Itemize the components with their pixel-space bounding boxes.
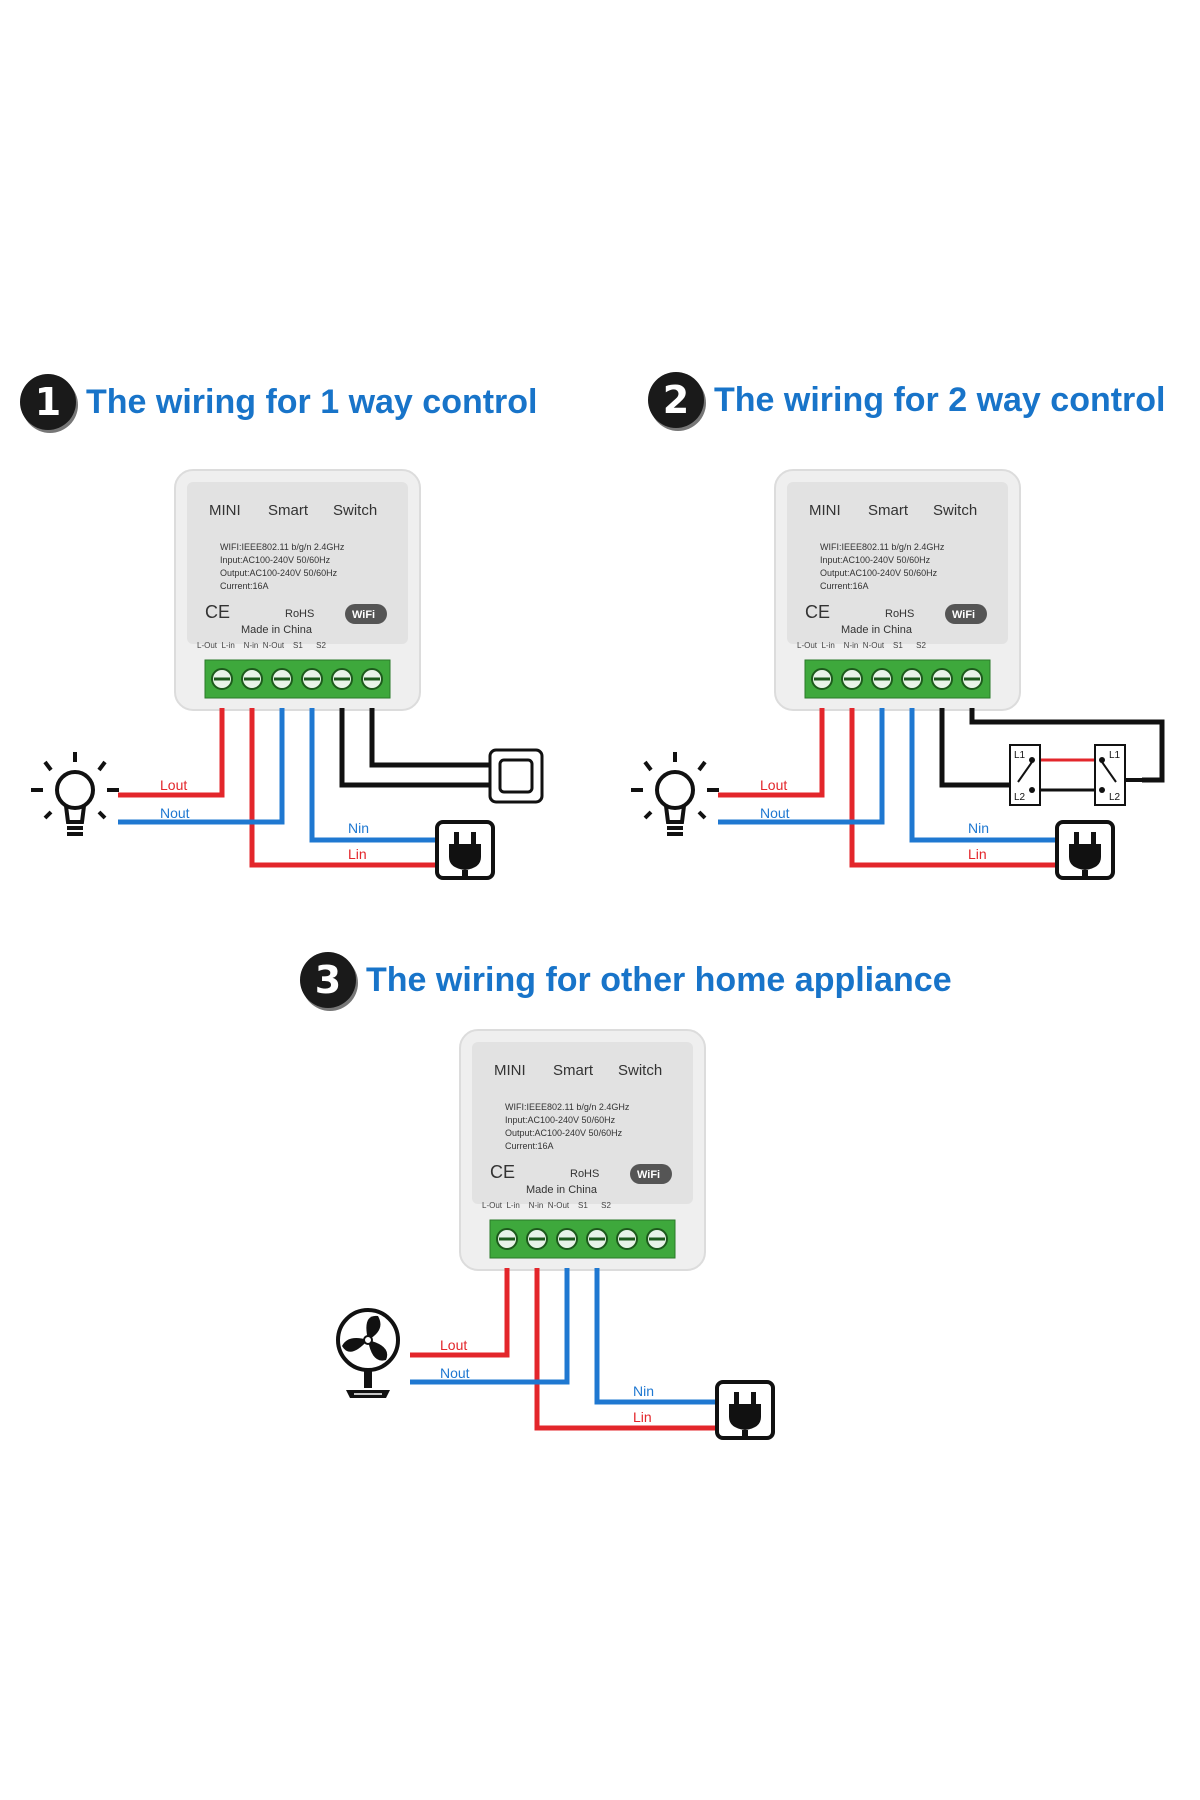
section-3-heading: The wiring for other home appliance (366, 960, 952, 999)
smart-switch-module: MINI Smart Switch WIFI:IEEE802.11 b/g/n … (459, 1029, 706, 1271)
made-in-label: Made in China (241, 624, 313, 636)
made-in-label: Made in China (526, 1184, 598, 1196)
wire-lout (718, 708, 825, 798)
label-l2: L2 (1014, 792, 1026, 803)
wire-lout (410, 1268, 510, 1358)
wire-nout (909, 708, 1055, 843)
section-1-title: 1 The wiring for 1 way control (20, 374, 538, 430)
wire-nin (718, 708, 885, 825)
section-1-heading: The wiring for 1 way control (86, 382, 538, 421)
label-lin: Lin (968, 846, 987, 862)
wifi-logo (630, 1164, 672, 1184)
spec-output: Output:AC100-240V 50/60Hz (820, 568, 938, 578)
spec-input: Input:AC100-240V 50/60Hz (220, 555, 331, 565)
wire-nin (594, 1268, 715, 1405)
wire-lin (249, 708, 435, 868)
wall-switch-icon (488, 748, 544, 804)
spec-wifi: WIFI:IEEE802.11 b/g/n 2.4GHz (820, 542, 945, 552)
spec-output: Output:AC100-240V 50/60Hz (220, 568, 338, 578)
spec-current: Current:16A (820, 581, 869, 591)
label-switch: Switch (333, 502, 377, 519)
wifi-logo (945, 604, 987, 624)
rohs-label: RoHS (885, 608, 914, 620)
label-l1: L1 (1014, 750, 1026, 761)
label-l2: L2 (1109, 792, 1121, 803)
spec-input: Input:AC100-240V 50/60Hz (820, 555, 931, 565)
terminal-block (804, 659, 991, 699)
spec-current: Current:16A (220, 581, 269, 591)
terminal-labels: L-Out L-in N-in N-Out S1 S2 (797, 641, 926, 650)
terminal-labels: L-Out L-in N-in N-Out S1 S2 (197, 641, 326, 650)
light-bulb-icon (631, 752, 719, 836)
wire-lin (849, 708, 1055, 868)
spec-wifi: WIFI:IEEE802.11 b/g/n 2.4GHz (505, 1102, 630, 1112)
terminal-block (204, 659, 391, 699)
label-lout: Lout (760, 777, 787, 793)
label-lout: Lout (440, 1337, 467, 1353)
label-lin: Lin (633, 1409, 652, 1425)
label-l1: L1 (1109, 750, 1121, 761)
section-3-number-badge: 3 (300, 952, 356, 1008)
power-socket-icon (435, 820, 495, 880)
label-nin: Nin (633, 1383, 654, 1399)
spec-current: Current:16A (505, 1141, 554, 1151)
diagram-2-way: MINI Smart Switch WIFI:IEEE802.11 b/g/n … (631, 469, 1165, 880)
spec-output: Output:AC100-240V 50/60Hz (505, 1128, 623, 1138)
wifi-logo-text: WiFi (352, 609, 375, 621)
section-1-number-badge: 1 (20, 374, 76, 430)
wifi-logo (345, 604, 387, 624)
light-bulb-icon (31, 752, 119, 836)
power-socket-icon (1055, 820, 1115, 880)
section-2-number-badge: 2 (648, 372, 704, 428)
wifi-logo-text: WiFi (952, 609, 975, 621)
power-socket-icon (715, 1380, 775, 1440)
diagram-home-appliance: MINI Smart Switch WIFI:IEEE802.11 b/g/n … (336, 1029, 775, 1440)
label-smart: Smart (268, 502, 309, 519)
spec-input: Input:AC100-240V 50/60Hz (505, 1115, 616, 1125)
fan-icon (336, 1308, 400, 1398)
two-way-switch-left-icon: L1 L2 (1009, 744, 1041, 806)
ce-mark: CE (805, 602, 830, 622)
made-in-label: Made in China (841, 624, 913, 636)
wire-s2 (369, 708, 490, 768)
label-mini: MINI (209, 502, 241, 519)
label-nout: Nout (760, 805, 790, 821)
wire-lout (118, 708, 225, 798)
terminal-block (489, 1219, 676, 1259)
section-2-heading: The wiring for 2 way control (714, 380, 1166, 419)
wire-s1 (339, 708, 490, 788)
label-smart: Smart (553, 1062, 594, 1079)
label-nout: Nout (440, 1365, 470, 1381)
two-way-switch-right-icon: L1 L2 (1094, 744, 1142, 806)
label-nout: Nout (160, 805, 190, 821)
wire-nout (309, 708, 435, 843)
wire-s2 (969, 708, 1165, 783)
rohs-label: RoHS (570, 1168, 599, 1180)
ce-mark: CE (490, 1162, 515, 1182)
terminal-labels: L-Out L-in N-in N-Out S1 S2 (482, 1201, 611, 1210)
diagram-1-way: MINI Smart Switch WIFI:IEEE802.11 b/g/n … (31, 469, 544, 880)
label-mini: MINI (809, 502, 841, 519)
label-nin: Nin (348, 820, 369, 836)
label-nin: Nin (968, 820, 989, 836)
section-3-title: 3 The wiring for other home appliance (300, 952, 952, 1008)
smart-switch-module: MINI Smart Switch WIFI:IEEE802.11 b/g/n … (174, 469, 421, 711)
wire-s1 (939, 708, 1010, 788)
smart-switch-module: MINI Smart Switch WIFI:IEEE802.11 b/g/n … (774, 469, 1021, 711)
label-lout: Lout (160, 777, 187, 793)
wire-lin (534, 1268, 715, 1431)
wire-nin (118, 708, 285, 825)
wifi-logo-text: WiFi (637, 1169, 660, 1181)
wire-nout (410, 1268, 570, 1385)
ce-mark: CE (205, 602, 230, 622)
spec-wifi: WIFI:IEEE802.11 b/g/n 2.4GHz (220, 542, 345, 552)
label-lin: Lin (348, 846, 367, 862)
label-switch: Switch (933, 502, 977, 519)
label-smart: Smart (868, 502, 909, 519)
section-2-title: 2 The wiring for 2 way control (648, 372, 1166, 428)
label-mini: MINI (494, 1062, 526, 1079)
label-switch: Switch (618, 1062, 662, 1079)
rohs-label: RoHS (285, 608, 314, 620)
